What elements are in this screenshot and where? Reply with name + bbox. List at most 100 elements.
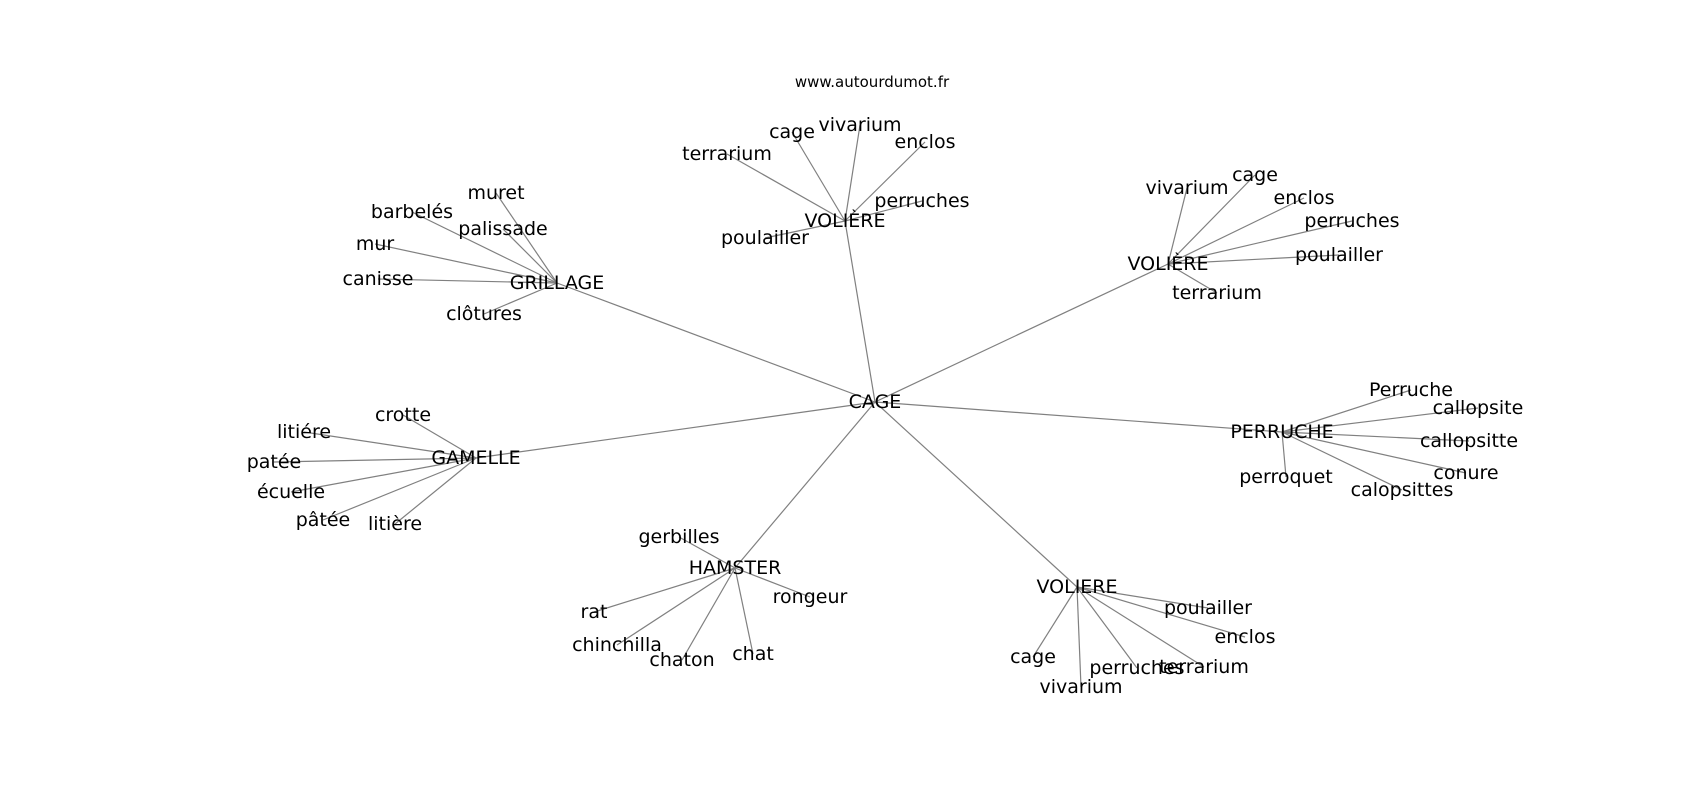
leaf-node-label: poulailler [1295,244,1383,266]
edge-hub-to-leaf [844,124,861,222]
leaf-node-label: Perruche [1369,379,1453,401]
leaf-node-label: chaton [649,649,714,671]
edge-hub-to-leaf [1076,586,1246,638]
hub-node-label: VOLIÈRE [1127,252,1208,275]
leaf-node-label: cage [769,121,815,143]
edge-center-to-hub [734,401,876,569]
leaf-node-label: conure [1433,462,1498,484]
leaf-node-label: terrarium [1159,656,1249,678]
leaf-node-label: canisse [343,268,414,290]
leaf-node-label: perruches [874,190,969,212]
leaf-node-label: vivarium [818,114,901,136]
edge-center-to-hub [844,220,876,403]
leaf-node-label: enclos [895,131,956,153]
leaf-node-label: muret [467,182,524,204]
edge-hub-to-leaf [394,457,477,525]
leaf-node-label: palissade [458,218,547,240]
edge-hub-to-leaf [1281,431,1287,478]
edge-hub-to-leaf [483,282,558,315]
leaf-node-label: rongeur [773,586,848,608]
hub-node-label: GAMELLE [431,447,520,469]
edge-hub-to-leaf [681,567,736,661]
leaf-node-label: barbelés [371,201,453,223]
leaf-node-label: cage [1010,646,1056,668]
edge-hub-to-leaf [1076,586,1138,669]
edge-hub-to-leaf [377,278,558,284]
leaf-node-label: écuelle [257,481,325,503]
leaf-node-label: rat [581,601,608,623]
leaf-node-label: gerbilles [638,526,719,548]
leaf-node-label: crotte [375,404,431,426]
leaf-node-label: litière [368,513,422,535]
leaf-node-label: poulailler [721,227,809,249]
edge-hub-to-leaf [502,228,558,284]
leaf-node-label: enclos [1215,626,1276,648]
edge-hub-to-leaf [374,243,558,284]
edge-hub-to-leaf [1281,431,1467,474]
edge-hub-to-leaf [1167,187,1188,265]
center-node-label: CAGE [849,391,902,413]
edge-hub-to-leaf [1167,174,1256,265]
edge-center-to-hub [874,401,1283,433]
hub-node-label: PERRUCHE [1230,421,1333,443]
edge-hub-to-leaf [593,567,736,613]
leaf-node-label: perroquet [1239,466,1333,488]
edge-hub-to-leaf [1281,389,1412,433]
hub-node-label: VOLIERE [1036,576,1117,598]
hub-node-label: GRILLAGE [510,272,605,294]
edge-hub-to-leaf [1076,586,1082,688]
edge-hub-to-leaf [1167,254,1340,265]
edge-hub-to-leaf [844,141,926,222]
edge-hub-to-leaf [678,536,736,569]
leaf-node-label: poulailler [1164,597,1252,619]
edge-hub-to-leaf [402,414,477,459]
leaf-node-label: patée [247,451,302,473]
edge-hub-to-leaf [273,457,477,463]
leaf-node-label: chinchilla [572,634,662,656]
leaf-node-label: callopsite [1433,397,1524,419]
leaf-node-label: cage [1232,164,1278,186]
edge-hub-to-leaf [1167,220,1353,265]
leaf-node-label: enclos [1274,187,1335,209]
edge-hub-to-leaf [1281,431,1470,442]
leaf-node-label: terrarium [1172,282,1262,304]
edge-hub-to-leaf [290,457,477,493]
leaf-node-label: chat [732,643,774,665]
edge-hub-to-leaf [303,431,477,459]
edge-hub-to-leaf [616,567,736,646]
edge-hub-to-leaf [1076,586,1209,609]
edge-hub-to-leaf [1032,586,1078,658]
edge-hub-to-leaf [734,567,811,598]
edge-center-to-hub [874,263,1169,403]
leaf-node-label: terrarium [682,143,772,165]
edge-hub-to-leaf [1076,586,1205,668]
edge-hub-to-leaf [411,211,558,284]
edge-hub-to-leaf [726,153,846,222]
edge-hub-to-leaf [791,131,846,222]
edge-center-to-hub [556,282,876,403]
hub-node-label: VOLIÈRE [804,209,885,232]
site-url: www.autourdumot.fr [795,73,950,91]
edge-hub-to-leaf [1167,263,1218,294]
edge-hub-to-leaf [734,567,754,655]
edge-center-to-hub [475,401,876,459]
edge-layer [273,124,1479,688]
leaf-node-label: litiére [277,421,331,443]
edge-hub-to-leaf [322,457,477,521]
edge-center-to-hub [874,401,1078,588]
edge-hub-to-leaf [1167,197,1305,265]
leaf-node-label: calopsittes [1351,479,1454,501]
leaf-node-label: callopsitte [1420,430,1518,452]
leaf-node-label: clôtures [446,303,522,325]
leaf-node-label: vivarium [1145,177,1228,199]
leaf-node-label: mur [356,233,395,255]
edge-hub-to-leaf [844,200,923,222]
leaf-node-label: perruches [1304,210,1399,232]
leaf-node-label: pâtée [296,509,351,531]
leaf-node-label: perruches [1089,657,1184,679]
edge-hub-to-leaf [764,220,846,239]
edge-hub-to-leaf [1281,407,1479,433]
hub-node-label: HAMSTER [689,557,782,579]
